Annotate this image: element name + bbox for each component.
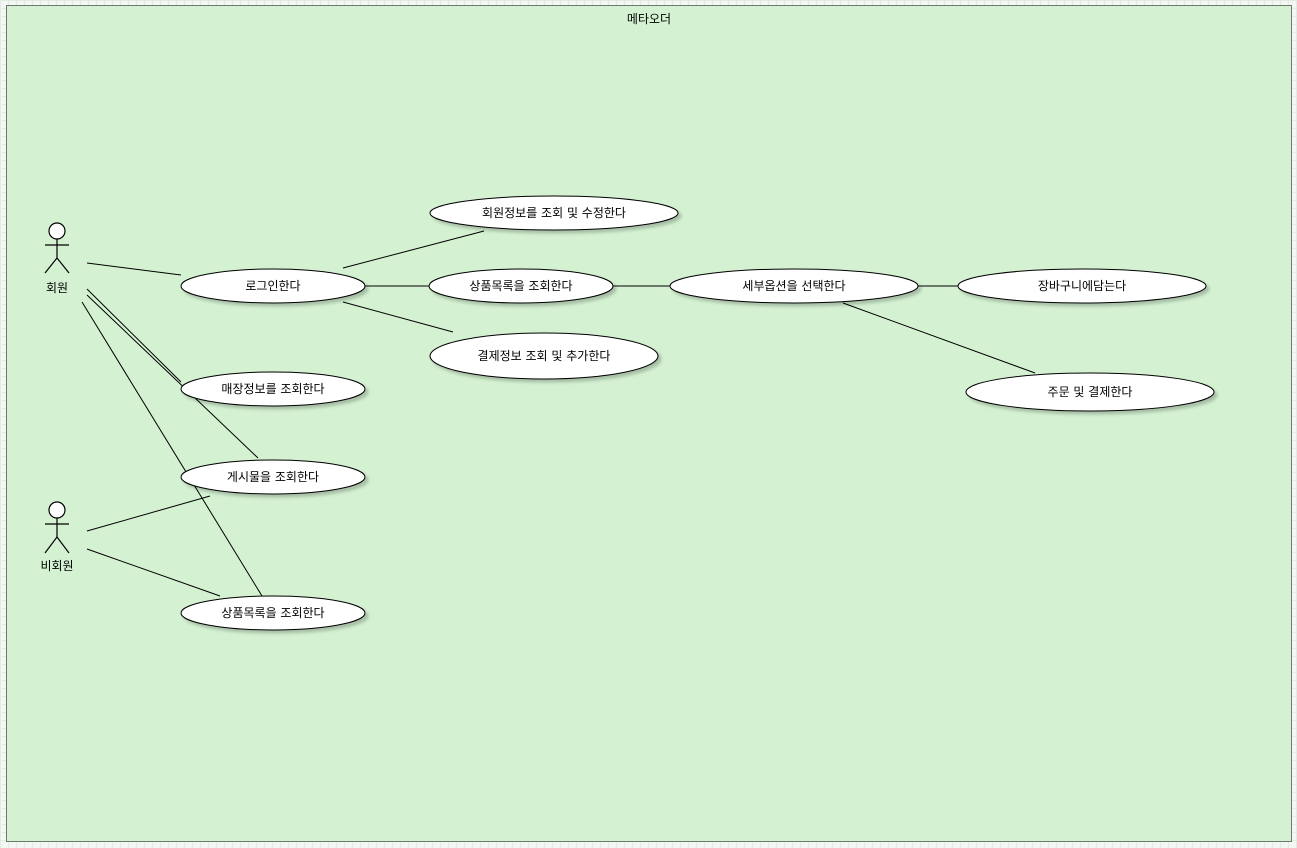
usecase-board-label: 게시물을 조회한다	[227, 470, 319, 484]
usecase-product-list-label: 상품목록을 조회한다	[469, 279, 572, 293]
assoc-detail-option-order[interactable]	[842, 302, 1036, 374]
system-boundary[interactable]: 메타오더	[6, 5, 1292, 842]
system-title: 메타오더	[626, 12, 672, 26]
usecase-payment-info-label: 결제정보 조회 및 추가한다	[478, 349, 611, 363]
usecase-login-label: 로그인한다	[245, 279, 300, 293]
usecase-login[interactable]: 로그인한다	[180, 268, 366, 304]
usecase-detail-option[interactable]: 세부옵션을 선택한다	[669, 268, 919, 304]
actor-member[interactable]	[44, 222, 70, 274]
actor-member-label: 회원	[46, 281, 68, 295]
assoc-member-product-list[interactable]	[81, 301, 263, 597]
usecase-cart-label: 장바구니에담는다	[1038, 279, 1126, 293]
assoc-nonmember-board[interactable]	[86, 495, 211, 532]
usecase-order-pay[interactable]: 주문 및 결제한다	[965, 372, 1215, 412]
usecase-cart[interactable]: 장바구니에담는다	[957, 268, 1207, 304]
usecase-product-list[interactable]: 상품목록을 조회한다	[428, 268, 614, 304]
usecase-member-info[interactable]: 회원정보를 조회 및 수정한다	[429, 195, 679, 231]
assoc-member-store-info[interactable]	[86, 288, 182, 383]
associations	[81, 230, 1036, 597]
actor-non-member-label: 비회원	[40, 559, 73, 573]
usecase-store-info[interactable]: 매장정보를 조회한다	[180, 371, 366, 407]
assoc-nonmember-product-list[interactable]	[86, 548, 221, 597]
assoc-login-payment-info[interactable]	[342, 301, 454, 333]
usecase-board[interactable]: 게시물을 조회한다	[180, 459, 366, 495]
usecase-product-list-guest-label: 상품목록을 조회한다	[221, 606, 324, 620]
actor-non-member[interactable]	[44, 501, 70, 554]
usecase-payment-info[interactable]: 결제정보 조회 및 추가한다	[429, 332, 659, 380]
assoc-login-member-info[interactable]	[342, 230, 485, 269]
usecase-store-info-label: 매장정보를 조회한다	[221, 382, 324, 396]
usecase-product-list-guest[interactable]: 상품목록을 조회한다	[180, 595, 366, 631]
usecase-detail-option-label: 세부옵션을 선택한다	[742, 279, 845, 293]
usecase-order-pay-label: 주문 및 결제한다	[1048, 385, 1133, 399]
assoc-member-board[interactable]	[86, 294, 259, 459]
assoc-member-login[interactable]	[86, 262, 182, 276]
usecase-member-info-label: 회원정보를 조회 및 수정한다	[482, 206, 626, 220]
